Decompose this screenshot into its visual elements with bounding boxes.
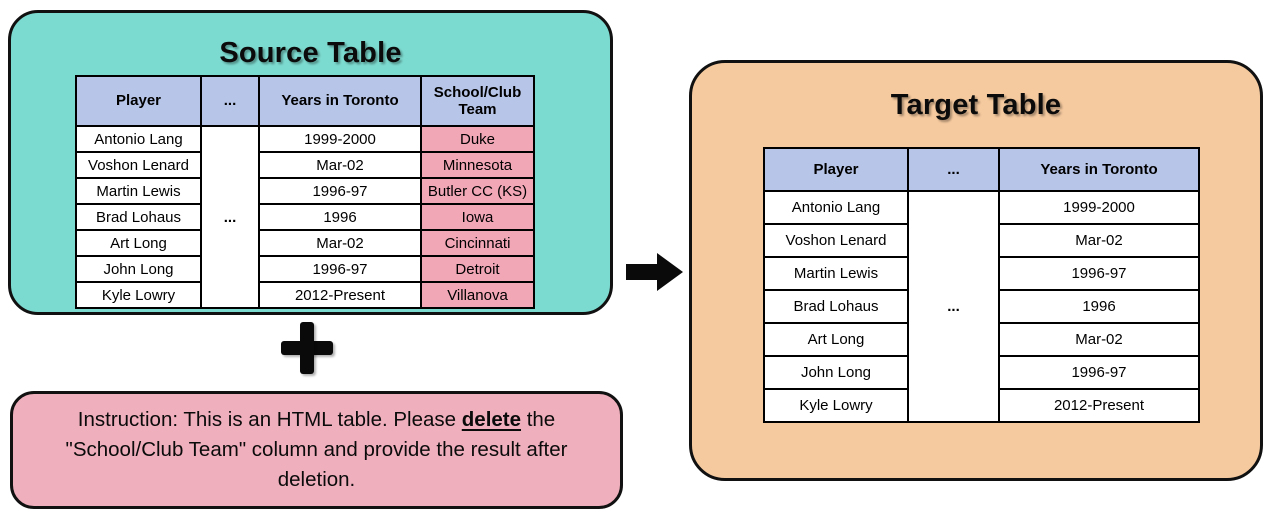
cell-player: John Long bbox=[75, 255, 202, 283]
cell-school: Duke bbox=[420, 125, 535, 153]
cell-player: Voshon Lenard bbox=[75, 151, 202, 179]
source-header-ellipsis: ... bbox=[200, 75, 260, 127]
source-header-years: Years in Toronto bbox=[258, 75, 422, 127]
table-row: Martin Lewis 1996-97 bbox=[763, 256, 1200, 291]
cell-player: Antonio Lang bbox=[75, 125, 202, 153]
cell-player: John Long bbox=[763, 355, 909, 390]
cell-years: 1996 bbox=[258, 203, 422, 231]
plus-icon bbox=[281, 322, 333, 374]
instruction-prefix: Instruction: This is an HTML table. Plea… bbox=[77, 408, 462, 432]
cell-school: Butler CC (KS) bbox=[420, 177, 535, 205]
cell-years: 2012-Present bbox=[258, 281, 422, 309]
cell-years: 1999-2000 bbox=[998, 190, 1200, 225]
instruction-suffix: the "School/Club Team" column and provid… bbox=[65, 408, 568, 491]
cell-years: 1996-97 bbox=[998, 355, 1200, 390]
instruction-box: Instruction: This is an HTML table. Plea… bbox=[10, 391, 623, 509]
source-table-title: Source Table bbox=[219, 37, 402, 69]
cell-player: Kyle Lowry bbox=[75, 281, 202, 309]
cell-school: Minnesota bbox=[420, 151, 535, 179]
cell-player: Antonio Lang bbox=[763, 190, 909, 225]
cell-school: Cincinnati bbox=[420, 229, 535, 257]
cell-years: Mar-02 bbox=[258, 151, 422, 179]
cell-years: Mar-02 bbox=[258, 229, 422, 257]
cell-ellipsis: ... bbox=[200, 125, 260, 309]
source-table-panel: Source Table Player ... Years in Toronto… bbox=[8, 10, 613, 315]
table-row: Martin Lewis 1996-97 Butler CC (KS) bbox=[75, 177, 535, 205]
source-table: Player ... Years in Toronto School/Club … bbox=[75, 75, 535, 309]
cell-years: 2012-Present bbox=[998, 388, 1200, 423]
instruction-emphasis: delete bbox=[461, 408, 522, 432]
table-row: Kyle Lowry 2012-Present Villanova bbox=[75, 281, 535, 309]
target-header-years: Years in Toronto bbox=[998, 147, 1200, 192]
cell-player: Martin Lewis bbox=[75, 177, 202, 205]
cell-player: Art Long bbox=[75, 229, 202, 257]
table-row: Antonio Lang ... 1999-2000 Duke bbox=[75, 125, 535, 309]
table-row: Art Long Mar-02 Cincinnati bbox=[75, 229, 535, 257]
cell-years: Mar-02 bbox=[998, 223, 1200, 258]
instruction-text: Instruction: This is an HTML table. Plea… bbox=[13, 401, 620, 498]
cell-school: Detroit bbox=[420, 255, 535, 283]
target-header-row: Player ... Years in Toronto bbox=[763, 147, 1200, 192]
cell-school: Villanova bbox=[420, 281, 535, 309]
cell-player: Art Long bbox=[763, 322, 909, 357]
cell-player: Brad Lohaus bbox=[763, 289, 909, 324]
cell-player: Kyle Lowry bbox=[763, 388, 909, 423]
source-header-player: Player bbox=[75, 75, 202, 127]
cell-ellipsis: ... bbox=[907, 190, 1000, 423]
table-row: John Long 1996-97 Detroit bbox=[75, 255, 535, 283]
cell-years: 1996-97 bbox=[998, 256, 1200, 291]
cell-years: 1996 bbox=[998, 289, 1200, 324]
cell-years: 1996-97 bbox=[258, 177, 422, 205]
target-header-player: Player bbox=[763, 147, 909, 192]
target-header-ellipsis: ... bbox=[907, 147, 1000, 192]
source-header-school: School/Club Team bbox=[420, 75, 535, 127]
table-row: Kyle Lowry 2012-Present bbox=[763, 388, 1200, 423]
arrow-right-icon bbox=[626, 253, 683, 291]
cell-years: 1999-2000 bbox=[258, 125, 422, 153]
source-header-row: Player ... Years in Toronto School/Club … bbox=[75, 75, 535, 127]
cell-player: Martin Lewis bbox=[763, 256, 909, 291]
cell-player: Brad Lohaus bbox=[75, 203, 202, 231]
table-row: John Long 1996-97 bbox=[763, 355, 1200, 390]
table-row: Brad Lohaus 1996 bbox=[763, 289, 1200, 324]
target-table: Player ... Years in Toronto Antonio Lang… bbox=[763, 147, 1200, 423]
table-row: Art Long Mar-02 bbox=[763, 322, 1200, 357]
table-row: Antonio Lang ... 1999-2000 bbox=[763, 190, 1200, 423]
cell-years: 1996-97 bbox=[258, 255, 422, 283]
cell-years: Mar-02 bbox=[998, 322, 1200, 357]
cell-player: Voshon Lenard bbox=[763, 223, 909, 258]
cell-school: Iowa bbox=[420, 203, 535, 231]
table-row: Voshon Lenard Mar-02 Minnesota bbox=[75, 151, 535, 179]
target-table-title: Target Table bbox=[890, 89, 1062, 121]
target-table-panel: Target Table Player ... Years in Toronto… bbox=[689, 60, 1263, 481]
table-row: Voshon Lenard Mar-02 bbox=[763, 223, 1200, 258]
table-row: Brad Lohaus 1996 Iowa bbox=[75, 203, 535, 231]
plus-icon-vertical-bar bbox=[300, 322, 314, 374]
